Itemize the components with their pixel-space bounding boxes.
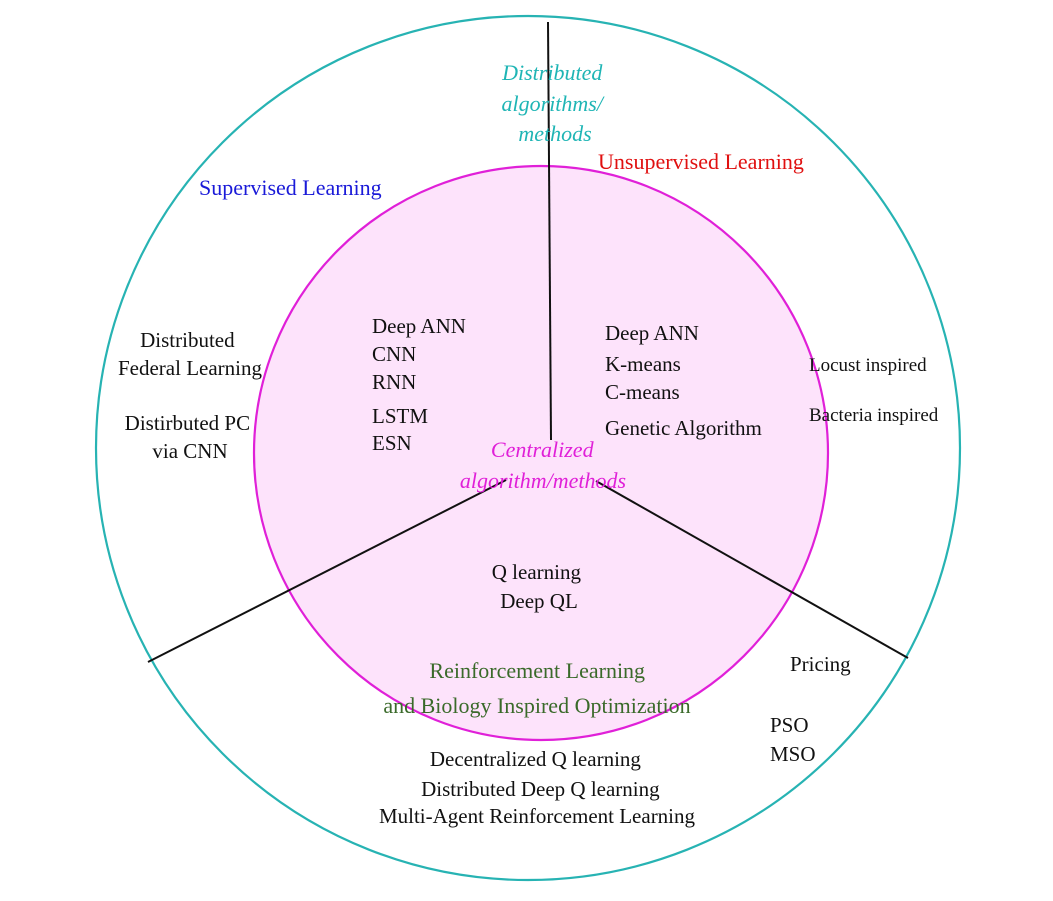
reinforcement-title-line-2: and Biology Inspired Optimization xyxy=(383,693,690,718)
reinforcement-centralized-item: Q learning xyxy=(492,560,582,584)
supervised-learning-title: Supervised Learning xyxy=(199,175,382,200)
reinforcement-distributed-item: Pricing xyxy=(790,652,851,676)
reinforcement-distributed-item: PSO xyxy=(770,713,809,737)
supervised-centralized-item: Deep ANN xyxy=(372,314,466,338)
supervised-distributed-group-2: Distirbuted PC via CNN xyxy=(125,411,256,463)
unsupervised-learning-title: Unsupervised Learning xyxy=(598,149,804,174)
reinforcement-distributed-right-list: Pricing PSO MSO xyxy=(770,652,856,766)
reinforcement-distributed-item: Multi-Agent Reinforcement Learning xyxy=(379,804,696,828)
reinforcement-distributed-item: MSO xyxy=(770,742,816,766)
supervised-distributed-item: Distirbuted PC xyxy=(125,411,250,435)
unsupervised-centralized-item: Genetic Algorithm xyxy=(605,416,762,440)
divider-right xyxy=(595,480,909,659)
supervised-distributed-item: Federal Learning xyxy=(118,356,263,380)
distributed-label-line-1: Distributed xyxy=(501,60,603,85)
supervised-centralized-item: ESN xyxy=(372,431,412,455)
reinforcement-title-line-1: Reinforcement Learning xyxy=(429,658,645,683)
supervised-distributed-group-1: Distributed Federal Learning xyxy=(118,328,263,380)
divider-left xyxy=(147,479,507,663)
reinforcement-distributed-bottom-list: Decentralized Q learning Distributed Dee… xyxy=(379,747,696,828)
unsupervised-distributed-item: Locust inspired xyxy=(809,355,927,376)
distributed-label: Distributed algorithms/ methods xyxy=(501,60,608,146)
divider-top xyxy=(547,21,552,441)
unsupervised-centralized-item: C-means xyxy=(605,380,680,404)
supervised-centralized-item: CNN xyxy=(372,342,416,366)
unsupervised-centralized-list: Deep ANN K-means C-means Genetic Algorit… xyxy=(605,321,762,440)
centralized-label-line-2: algorithm/methods xyxy=(460,468,626,493)
unsupervised-centralized-item: K-means xyxy=(605,352,681,376)
supervised-distributed-item: Distributed xyxy=(140,328,235,352)
centralized-label-line-1: Centralized xyxy=(491,437,595,462)
supervised-distributed-item: via CNN xyxy=(152,439,227,463)
distributed-label-line-3: methods xyxy=(518,121,591,146)
reinforcement-centralized-list: Q learning Deep QL xyxy=(492,560,586,613)
reinforcement-distributed-item: Decentralized Q learning xyxy=(430,747,642,771)
supervised-centralized-list: Deep ANN CNN RNN LSTM ESN xyxy=(372,314,471,455)
centralized-label: Centralized algorithm/methods xyxy=(460,437,626,493)
unsupervised-distributed-item: Bacteria inspired xyxy=(809,405,939,426)
reinforcement-learning-title: Reinforcement Learning and Biology Inspi… xyxy=(383,658,690,718)
reinforcement-centralized-item: Deep QL xyxy=(500,589,578,613)
reinforcement-distributed-item: Distributed Deep Q learning xyxy=(421,777,660,801)
unsupervised-centralized-item: Deep ANN xyxy=(605,321,699,345)
inner-circle-centralized xyxy=(252,164,830,742)
supervised-centralized-item: RNN xyxy=(372,370,416,394)
supervised-centralized-item: LSTM xyxy=(372,404,428,428)
distributed-label-line-2: algorithms/ xyxy=(502,91,605,116)
unsupervised-distributed-list: Locust inspired Bacteria inspired xyxy=(809,355,939,426)
